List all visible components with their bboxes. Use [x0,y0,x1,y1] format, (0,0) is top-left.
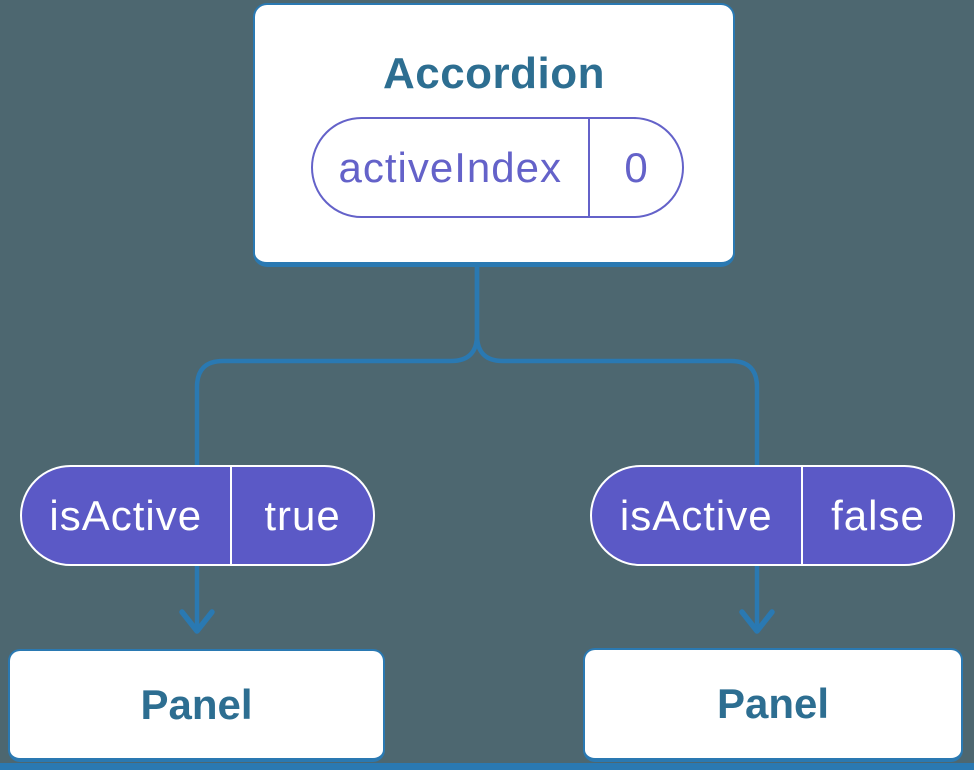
prop-pill-divider [800,467,803,564]
state-pill-value: 0 [624,143,648,191]
panel-node-left: Panel [8,649,385,762]
prop-pill-value: true [264,491,341,539]
prop-pill-name: isActive [49,491,203,539]
arrow-down-icon [179,609,215,634]
panel-node-title: Panel [716,680,830,727]
prop-pill-is-active-true: isActive true [20,465,375,566]
state-pill-divider [587,119,590,216]
edge-right-line [474,264,760,628]
prop-pill-is-active-false: isActive false [590,465,955,566]
arrow-down-icon [739,609,775,634]
panel-node-title: Panel [140,680,253,728]
accordion-node: Accordion activeIndex 0 [253,3,735,267]
bottom-edge-line [0,763,974,770]
accordion-node-title: Accordion [382,49,606,98]
state-pill-name: activeIndex [338,143,562,191]
edge-left-line [194,264,480,628]
prop-pill-divider [229,467,232,564]
state-pill: activeIndex 0 [311,117,684,218]
prop-pill-value: false [831,491,925,539]
panel-node-right: Panel [583,648,963,762]
prop-pill-name: isActive [619,491,773,539]
